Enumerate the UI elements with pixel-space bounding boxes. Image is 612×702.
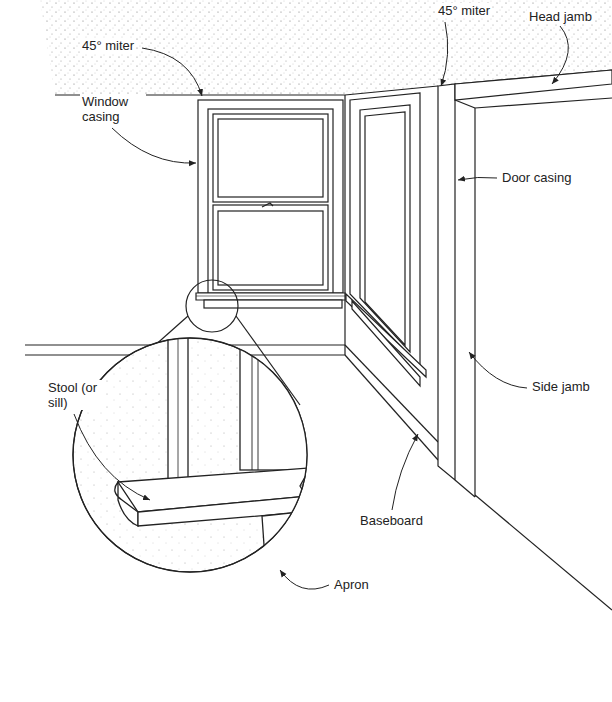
part-label: 45° miter <box>80 38 136 53</box>
left-window <box>196 100 345 308</box>
room-lines <box>5 0 612 610</box>
part-label: Apron <box>332 577 371 592</box>
stool-detail <box>70 330 330 575</box>
inset-ring <box>73 338 307 572</box>
part-label: Window casing <box>80 94 146 124</box>
part-label: Baseboard <box>358 513 425 528</box>
part-label: Stool (or sill) <box>46 380 106 410</box>
right-window <box>346 93 426 386</box>
door <box>438 70 612 497</box>
leader-lines <box>74 22 568 589</box>
part-label: Door casing <box>500 170 573 185</box>
part-label: 45° miter <box>436 3 492 18</box>
part-label: Side jamb <box>530 379 592 394</box>
part-label: Head jamb <box>527 9 594 24</box>
